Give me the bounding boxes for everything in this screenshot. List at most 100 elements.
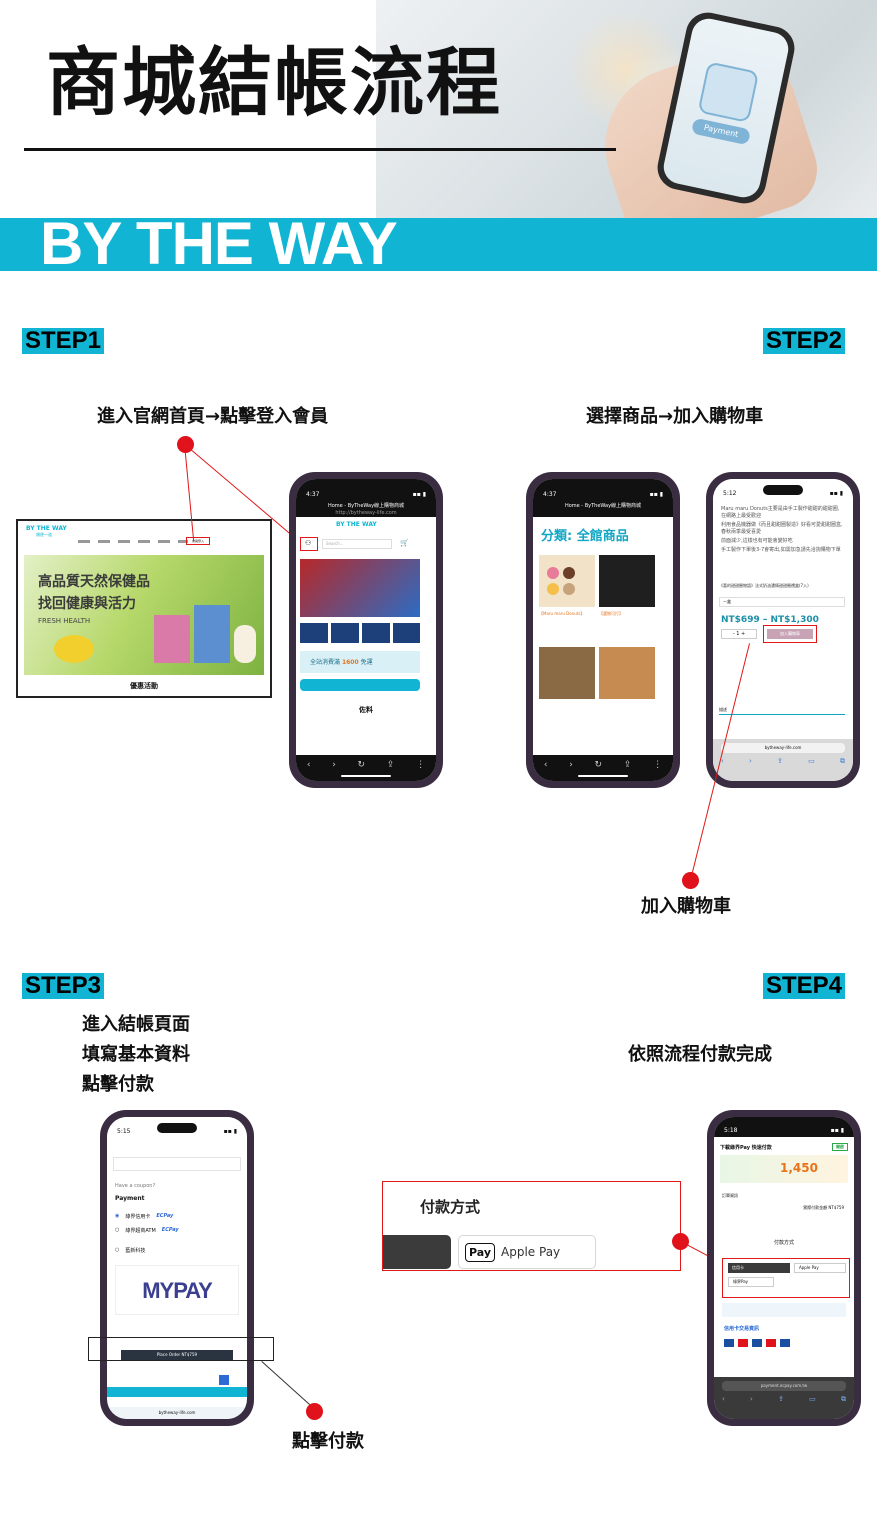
status-time: 5:12: [723, 490, 737, 497]
step3-callout-label: 點擊付款: [292, 1431, 364, 1452]
credit-card-option[interactable]: [383, 1235, 451, 1269]
coupon-link[interactable]: Have a coupon?: [115, 1183, 156, 1189]
product-image-donuts[interactable]: [539, 555, 595, 607]
status-time: 4:37: [543, 491, 557, 498]
payment-option-label: 綠界信用卡: [125, 1214, 151, 1220]
forward-icon[interactable]: ›: [332, 760, 336, 770]
promo-amount: 1600: [341, 659, 359, 666]
hero-payment-label: Payment: [690, 117, 752, 146]
forward-icon[interactable]: ›: [569, 760, 573, 770]
bookmarks-icon[interactable]: ▭: [809, 1395, 816, 1403]
credit-card-tab[interactable]: 信用卡: [728, 1263, 790, 1273]
desktop-login-highlight[interactable]: 會員登入: [186, 537, 210, 545]
promo-free-shipping[interactable]: 全站消費滿 1600 免運: [300, 651, 420, 673]
step2-label: STEP2: [763, 328, 846, 354]
description-bullet: 前面減少,這樣也有可能會變好吃: [721, 538, 793, 544]
place-order-button[interactable]: Place Order NT$759: [121, 1350, 233, 1360]
product-image-box[interactable]: [599, 555, 655, 607]
radio-icon: ○: [115, 1227, 120, 1233]
product-meta: [719, 657, 845, 677]
ecpay-promo-banner[interactable]: 1,450: [720, 1155, 848, 1183]
promo-banner-stitch[interactable]: [300, 559, 420, 617]
tabs-icon[interactable]: ⧉: [841, 1395, 846, 1403]
cart-icon: [697, 61, 760, 123]
app-promo-note: [722, 1303, 846, 1317]
product-image-3[interactable]: [539, 647, 595, 699]
add-to-cart-button[interactable]: 加入購物車: [767, 629, 813, 639]
step1-label: STEP1: [22, 328, 105, 354]
url-title: Home - ByTheWay線上購物商城: [564, 503, 642, 509]
footer-bar: [107, 1387, 247, 1397]
step3-callout-dot: [306, 1403, 323, 1420]
payment-option-newebpay[interactable]: ○藍新科技: [115, 1247, 145, 1254]
add-to-cart-highlight: 加入購物車: [763, 625, 817, 643]
open-app-button[interactable]: 開啟: [832, 1143, 848, 1151]
phone-notch: [346, 485, 386, 495]
tabs-icon[interactable]: ⧉: [840, 757, 845, 765]
payment-method-highlight: [722, 1258, 850, 1298]
desktop-bottom-label: 優惠活動: [130, 682, 158, 690]
login-icon-highlight[interactable]: ⚇: [300, 537, 318, 551]
menu-icon[interactable]: ⋮: [653, 760, 663, 770]
cart-icon[interactable]: 🛒: [400, 539, 409, 547]
product2-name[interactable]: 【選物可打】: [599, 611, 623, 616]
promo-text: 全站消費滿: [310, 659, 341, 666]
address-bar[interactable]: payment.ecpay.com.tw: [722, 1381, 846, 1391]
phone-notch: [583, 485, 623, 495]
category-title: 分類: 全館商品: [541, 529, 629, 544]
product-description-list: Maru maru Donuts主要是由手工製作甜甜的甜甜圈,在網路上最受歡迎 …: [721, 505, 843, 553]
back-icon[interactable]: ‹: [306, 760, 311, 770]
address-bar[interactable]: bytheway-life.com: [721, 743, 845, 753]
desktop-logo-sub: 順便一道: [36, 532, 52, 537]
share-icon[interactable]: ⇪: [777, 757, 783, 765]
bookmarks-icon[interactable]: ▭: [808, 757, 815, 765]
menu-icon[interactable]: ⋮: [416, 760, 426, 770]
apple-pay-option[interactable]: Pay Apple Pay: [458, 1235, 596, 1269]
reload-icon[interactable]: ↻: [357, 760, 366, 770]
phone1-logo: BY THE WAY: [336, 521, 377, 528]
back-icon[interactable]: ‹: [722, 1395, 725, 1403]
safari-toolbar: ‹ › ⇪ ▭ ⧉: [722, 1395, 846, 1404]
forward-icon[interactable]: ›: [750, 1395, 753, 1403]
quantity-stepper[interactable]: - 1 +: [721, 629, 757, 639]
promo-strip[interactable]: [300, 623, 420, 643]
variant-select[interactable]: 一盒: [719, 597, 845, 607]
hero-photo: Payment: [376, 0, 877, 218]
apple-pay-tab[interactable]: Apple Pay: [794, 1263, 846, 1273]
reload-icon[interactable]: ↻: [594, 760, 603, 770]
back-icon[interactable]: ‹: [721, 757, 724, 765]
url-bar[interactable]: Home - ByTheWay線上購物商城: [533, 503, 673, 517]
promo-line-bar[interactable]: [300, 679, 420, 691]
order-notes-field[interactable]: [113, 1157, 241, 1171]
scroll-top-icon[interactable]: [219, 1375, 229, 1385]
home-indicator: [341, 775, 391, 777]
phone-step2-product-screen: 5:12▪▪ ▮ Maru maru Donuts主要是由手工製作甜甜的甜甜圈,…: [713, 479, 853, 781]
address-bar[interactable]: bytheway-life.com: [107, 1407, 247, 1419]
product-image-4[interactable]: [599, 647, 655, 699]
phone-step4: 5:18▪▪ ▮ 下載綠界Pay 快速付款開啟 1,450 訂單資訊 實際付款金…: [707, 1110, 861, 1426]
donut-icon: [547, 583, 559, 595]
promo-amount: 1,450: [780, 1161, 818, 1175]
share-icon[interactable]: ⇪: [386, 760, 395, 770]
phone1-footer-label: 佐料: [359, 706, 373, 714]
share-icon[interactable]: ⇪: [623, 760, 632, 770]
step3-caption-line1: 進入結帳頁面: [82, 1014, 190, 1035]
back-icon[interactable]: ‹: [543, 760, 548, 770]
step2-callout-dot: [682, 872, 699, 889]
description-bullet: 手工製作下單後3-7會寄出,如需加急請先洽詢購物下單: [721, 547, 841, 553]
tab-description[interactable]: 描述: [719, 707, 845, 715]
ecpay-wallet-tab[interactable]: 綠界Pay: [728, 1277, 774, 1287]
phone-notch: [764, 1123, 804, 1133]
title-underline: [24, 148, 616, 151]
url-title: Home - ByTheWay線上購物商城: [327, 503, 405, 509]
forward-icon[interactable]: ›: [749, 757, 752, 765]
search-input[interactable]: Search...: [322, 539, 392, 549]
product1-name[interactable]: 【Maru maru Donuts】: [539, 611, 585, 616]
radio-selected-icon: ◉: [115, 1213, 120, 1219]
share-icon[interactable]: ⇪: [778, 1395, 784, 1403]
